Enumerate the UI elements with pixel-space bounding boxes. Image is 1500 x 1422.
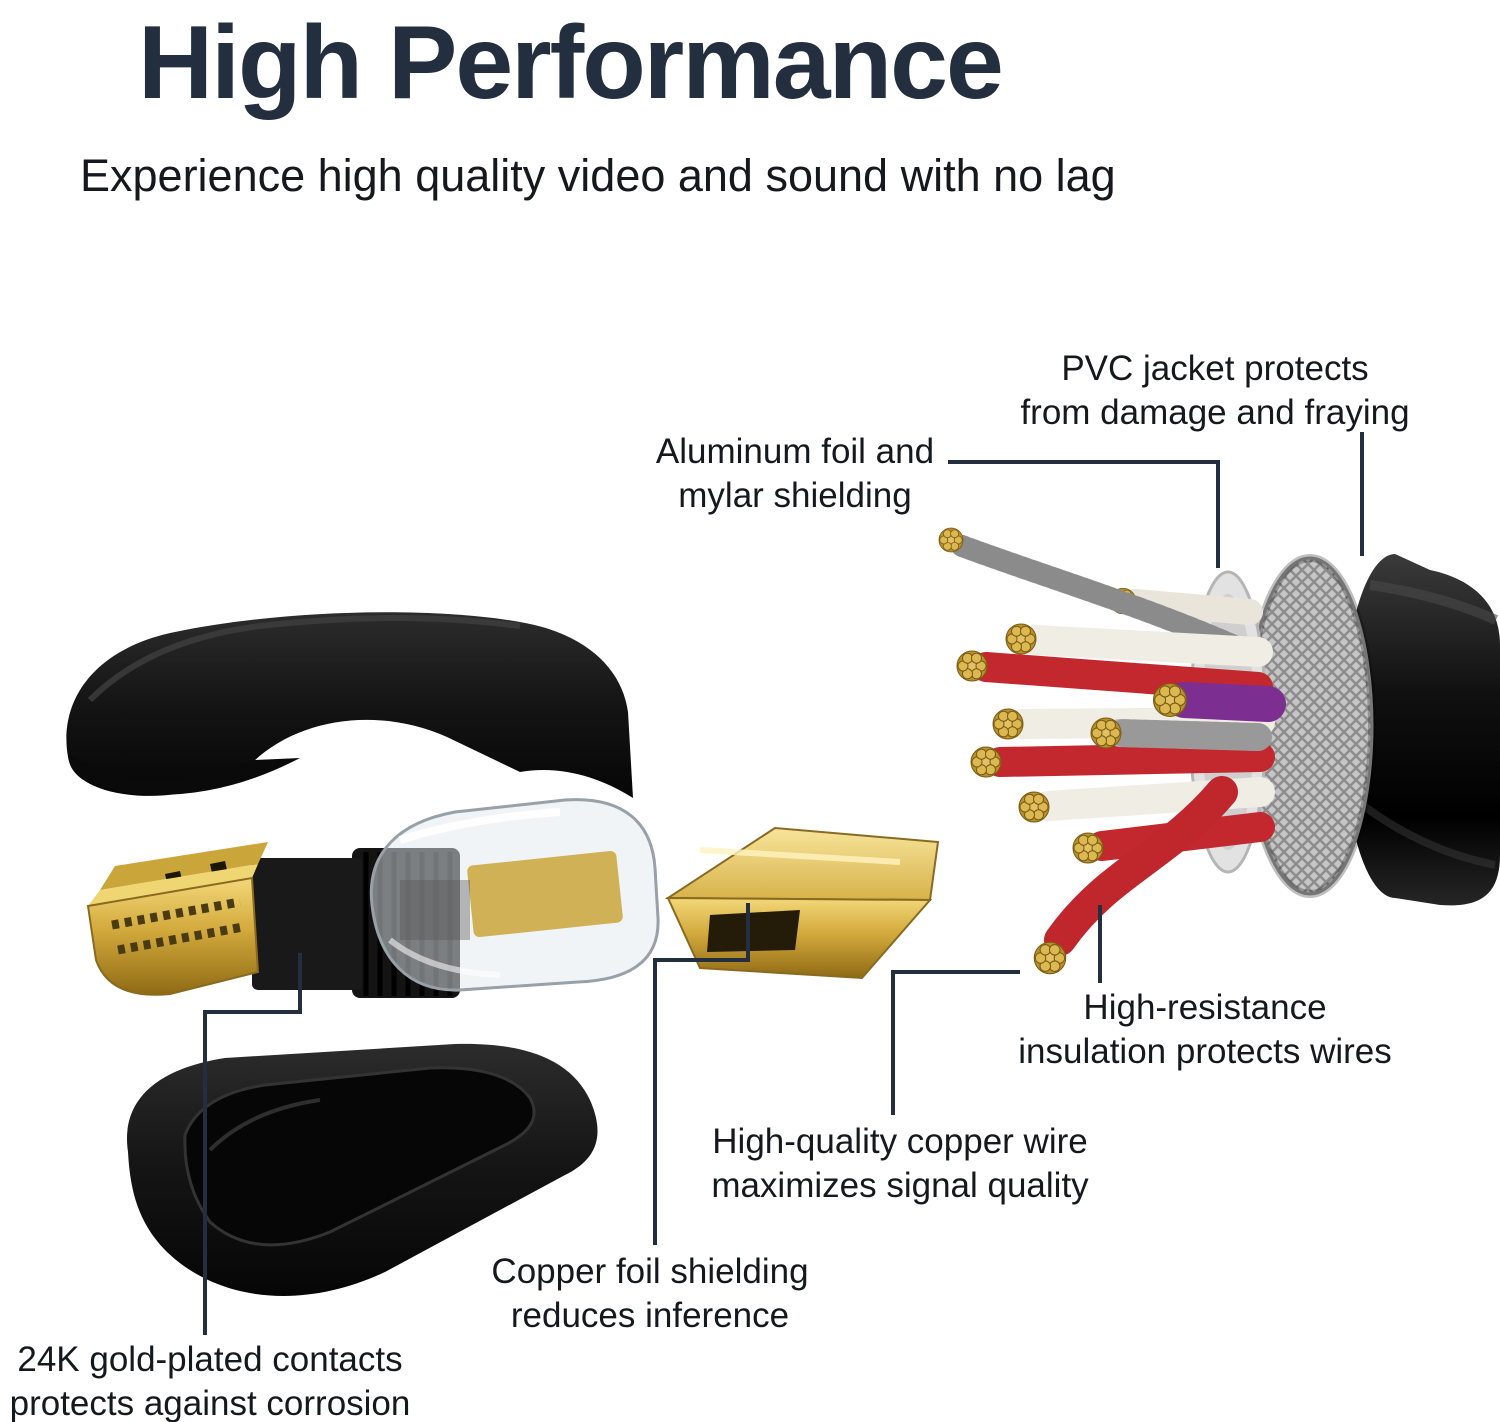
page-title: High Performance	[138, 5, 1004, 121]
gray-twisted-wire	[951, 535, 1243, 656]
gold-shield	[664, 826, 940, 980]
transparent-housing	[369, 798, 660, 992]
callout-label-copper-foil: Copper foil shielding reduces inference	[491, 1252, 809, 1336]
connector-bottom-shell	[126, 1043, 598, 1296]
callout-lines	[203, 432, 1364, 1335]
plug-body	[252, 858, 362, 990]
callout-label-copper-wire: High-quality copper wire maximizes signa…	[711, 1122, 1089, 1206]
purple-wire	[1166, 682, 1286, 722]
callout-line-gold-contacts	[203, 953, 302, 1335]
red-wire-down	[1044, 776, 1238, 956]
wire-bundle	[938, 527, 1286, 975]
callout-line-aluminum	[948, 460, 1220, 568]
callout-label-pvc-jacket: PVC jacket protects from damage and fray…	[1020, 349, 1410, 433]
callout-line-copper-foil	[653, 903, 750, 1245]
red-wire	[985, 742, 1275, 777]
white-wire	[1020, 625, 1273, 667]
cable-jacket	[1343, 554, 1500, 906]
callout-label-high-resistance: High-resistance insulation protects wire…	[1018, 988, 1392, 1072]
callout-label-gold-contacts: 24K gold-plated contacts protects agains…	[9, 1340, 411, 1422]
callout-label-aluminum-foil: Aluminum foil and mylar shielding	[655, 432, 935, 516]
gold-pin-row	[117, 922, 244, 955]
cable-cutaway	[938, 527, 1500, 975]
callout-line-copper-wire	[891, 970, 1020, 1115]
gold-connector	[86, 842, 268, 996]
page-subtitle: Experience high quality video and sound …	[80, 150, 1116, 201]
connector-top-shell	[66, 612, 633, 798]
gold-pin-row	[111, 897, 241, 930]
